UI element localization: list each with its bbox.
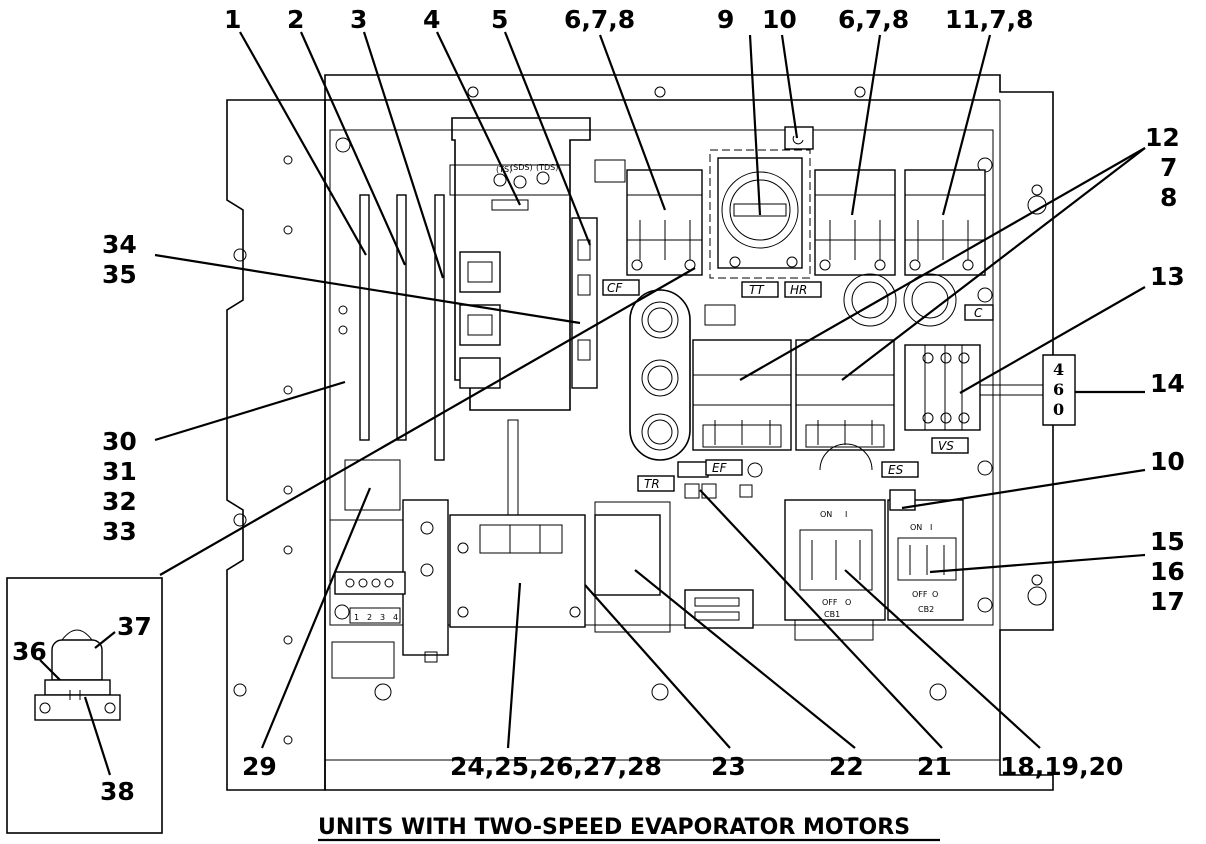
callout-6-7-8-left: 6,7,8 bbox=[564, 5, 635, 34]
callout-23: 23 bbox=[711, 752, 746, 781]
callout-11-7-8: 11,7,8 bbox=[945, 5, 1034, 34]
svg-text:1: 1 bbox=[354, 613, 359, 622]
callout-21: 21 bbox=[917, 752, 952, 781]
diagram-caption: UNITS WITH TWO-SPEED EVAPORATOR MOTORS bbox=[318, 815, 910, 840]
svg-text:ON: ON bbox=[820, 510, 832, 519]
speed-contactors bbox=[692, 339, 895, 471]
svg-text:ES: ES bbox=[888, 463, 904, 477]
callout-13: 13 bbox=[1150, 262, 1185, 291]
svg-text:O: O bbox=[845, 598, 851, 607]
callout-6-7-8-right: 6,7,8 bbox=[838, 5, 909, 34]
callout-10-right: 10 bbox=[1150, 447, 1185, 476]
svg-text:0: 0 bbox=[1053, 400, 1064, 419]
callout-30: 30 bbox=[102, 427, 137, 456]
svg-text:3: 3 bbox=[380, 613, 385, 622]
svg-text:CF: CF bbox=[607, 281, 623, 295]
callout-1: 1 bbox=[224, 5, 241, 34]
svg-text:VS: VS bbox=[938, 439, 954, 453]
callout-3: 3 bbox=[350, 5, 367, 34]
callout-36: 36 bbox=[12, 637, 47, 666]
svg-text:O: O bbox=[932, 590, 938, 599]
callout-33: 33 bbox=[102, 517, 137, 546]
svg-text:OFF: OFF bbox=[912, 590, 928, 599]
svg-text:HR: HR bbox=[790, 283, 807, 297]
callout-16: 16 bbox=[1150, 557, 1185, 586]
callout-22: 22 bbox=[829, 752, 864, 781]
svg-text:4: 4 bbox=[1053, 360, 1064, 379]
callout-31: 31 bbox=[102, 457, 137, 486]
callout-35: 35 bbox=[102, 260, 137, 289]
contactor-right bbox=[904, 169, 986, 276]
svg-text:2: 2 bbox=[367, 613, 372, 622]
callout-18-19-20: 18,19,20 bbox=[1000, 752, 1123, 781]
callout-9: 9 bbox=[717, 5, 734, 34]
callout-24-28: 24,25,26,27,28 bbox=[450, 752, 662, 781]
contactor-left bbox=[626, 169, 703, 276]
callout-17: 17 bbox=[1150, 587, 1185, 616]
callout-38: 38 bbox=[100, 777, 135, 806]
svg-text:ON: ON bbox=[910, 523, 922, 532]
callout-14: 14 bbox=[1150, 369, 1185, 398]
mounting-panel bbox=[226, 74, 1054, 791]
callout-32: 32 bbox=[102, 487, 137, 516]
heater-rods bbox=[344, 194, 445, 511]
relay-detail-inset bbox=[6, 577, 163, 834]
svg-text:4: 4 bbox=[393, 613, 398, 622]
callout-2: 2 bbox=[287, 5, 304, 34]
top-contactors: CF TT HR bbox=[594, 126, 986, 298]
callout-10-top: 10 bbox=[762, 5, 797, 34]
grommets: C bbox=[629, 273, 994, 461]
svg-text:TR: TR bbox=[644, 477, 660, 491]
contactor-middle bbox=[814, 169, 896, 276]
svg-text:CB2: CB2 bbox=[918, 605, 934, 614]
callout-12-7: 7 bbox=[1160, 153, 1177, 182]
back-plate bbox=[329, 129, 994, 679]
svg-text:I: I bbox=[930, 523, 932, 532]
callout-12-8: 8 bbox=[1160, 183, 1177, 212]
svg-text:C: C bbox=[974, 306, 983, 320]
svg-text:(SDS): (SDS) bbox=[510, 163, 533, 172]
terminal-strip: 1 2 3 4 bbox=[334, 571, 406, 624]
svg-text:(TDS): (TDS) bbox=[536, 163, 558, 172]
callout-34: 34 bbox=[102, 230, 137, 259]
controller-box bbox=[402, 419, 754, 663]
svg-text:CB1: CB1 bbox=[824, 610, 840, 619]
svg-text:OFF: OFF bbox=[822, 598, 838, 607]
circuit-breakers: ON I OFF O CB1 ON I OFF O CB2 bbox=[784, 489, 964, 641]
callout-37: 37 bbox=[117, 612, 152, 641]
callout-29: 29 bbox=[242, 752, 277, 781]
svg-text:EF: EF bbox=[712, 461, 728, 475]
callout-4: 4 bbox=[423, 5, 440, 34]
svg-text:TT: TT bbox=[749, 283, 765, 297]
svg-text:6: 6 bbox=[1053, 380, 1064, 399]
callout-15: 15 bbox=[1150, 527, 1185, 556]
svg-text:I: I bbox=[845, 510, 847, 519]
callout-5: 5 bbox=[491, 5, 508, 34]
leader-lines bbox=[39, 31, 1146, 776]
voltage-switch: VS 4 6 0 bbox=[904, 344, 1076, 454]
callout-12: 12 bbox=[1145, 123, 1180, 152]
lower-tags: EF TR ES bbox=[637, 459, 919, 499]
callout-labels: 1 2 3 4 5 6,7,8 9 10 6,7,8 11,7,8 12 7 8… bbox=[12, 5, 1185, 806]
